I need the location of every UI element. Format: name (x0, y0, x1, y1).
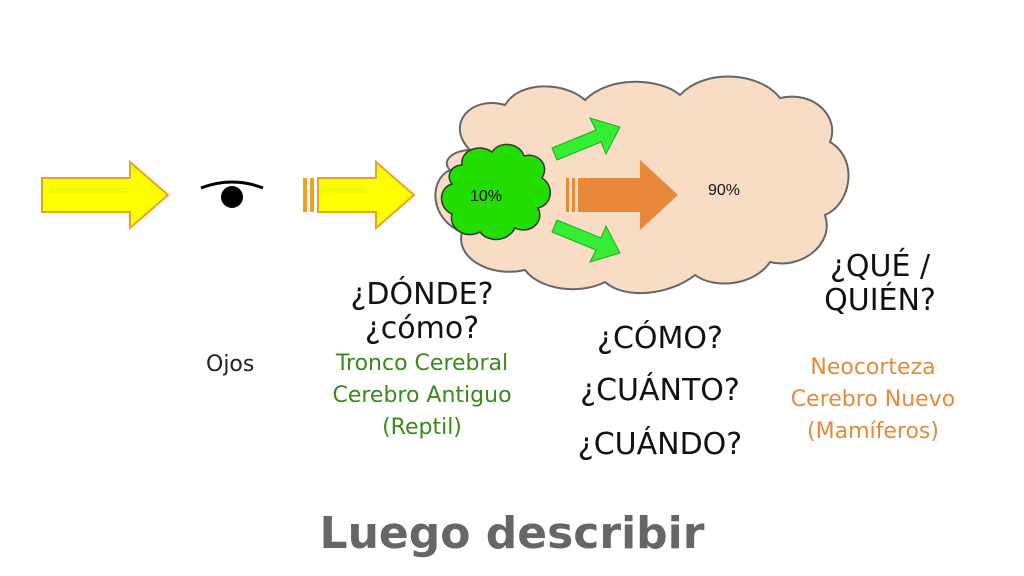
question-what: ¿QUÉ / (829, 249, 931, 284)
question-how: ¿CÓMO? (597, 321, 723, 356)
old-brain-label-2: Cerebro Antiguo (332, 383, 512, 408)
eye-icon (200, 180, 264, 208)
question-how-lower: ¿cómo? (364, 311, 480, 346)
footer-title: Luego describir (319, 508, 705, 559)
question-how-much: ¿CUÁNTO? (580, 373, 740, 408)
neocortex-percent: 90% (708, 182, 741, 199)
eyes-label: Ojos (206, 352, 255, 377)
new-brain-label-3: (Mamíferos) (807, 419, 939, 444)
new-brain-label-2: Cerebro Nuevo (790, 387, 956, 412)
old-brain-labels: Tronco Cerebral Cerebro Antiguo (Reptil) (312, 348, 532, 444)
question-what-block: ¿QUÉ / QUIÉN? (780, 250, 980, 318)
new-brain-label-1: Neocorteza (810, 355, 936, 380)
new-brain-labels: Neocorteza Cerebro Nuevo (Mamíferos) (768, 352, 978, 448)
question-where-block: ¿DÓNDE? ¿cómo? (322, 278, 522, 346)
question-where: ¿DÓNDE? (350, 277, 494, 312)
input-arrow-1 (41, 159, 170, 231)
orange-arrow (566, 160, 678, 230)
old-brain-blob (440, 143, 551, 241)
old-brain-label-3: (Reptil) (382, 415, 462, 440)
green-arrow-down (551, 219, 621, 263)
old-brain-percent: 10% (470, 188, 503, 205)
question-when: ¿CUÁNDO? (577, 427, 743, 462)
old-brain-label-1: Tronco Cerebral (335, 351, 509, 376)
green-arrow-up (551, 117, 621, 161)
input-arrow-2 (303, 159, 416, 231)
question-who: QUIÉN? (824, 283, 936, 318)
